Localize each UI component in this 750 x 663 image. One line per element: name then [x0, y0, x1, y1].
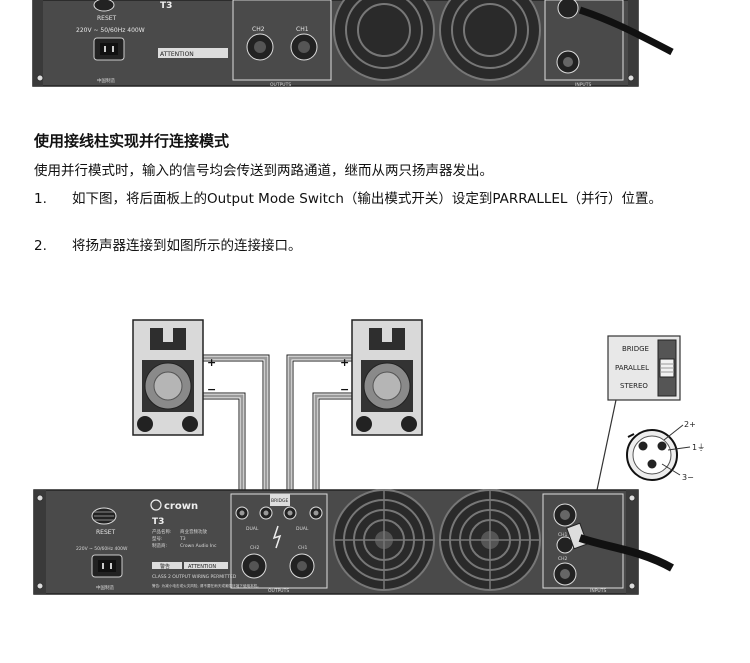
info-model-value: T3	[179, 536, 186, 542]
xlr-pin1-label: 1⏚	[692, 443, 705, 452]
outputs-label: OUTPUTS	[268, 588, 289, 594]
speaker-right-positive: +	[340, 356, 349, 369]
attention-label: ATTENTION	[188, 564, 216, 570]
list-item: 2. 将扬声器连接到如图所示的连接接口。	[0, 236, 750, 258]
info-name-label: 产品名称:	[152, 528, 172, 535]
warning-label: 警告	[160, 563, 170, 570]
made-in-label: 中国制造	[96, 584, 114, 591]
list-text: 如下图，将后面板上的Output Mode Switch（输出模式开关）设定到P…	[72, 191, 662, 207]
ch1-label: CH1	[298, 545, 308, 551]
reset-label: RESET	[96, 529, 116, 536]
list-number: 1.	[34, 191, 47, 207]
speaker-right	[351, 319, 423, 436]
reset-label: RESET	[97, 15, 117, 22]
speaker-left-positive: +	[207, 356, 216, 369]
wire-outlines	[203, 354, 352, 498]
parallel-wiring-diagram: + − + − BRIDGE PARALLEL STEREO 2+	[33, 319, 705, 595]
info-maker-label: 制造商:	[152, 542, 167, 549]
ch2-label: CH2	[250, 545, 260, 551]
intro-paragraph: 使用并行模式时，输入的信号均会传送到两路通道，继而从两只扬声器发出。	[34, 163, 493, 179]
footnote: 警告: 为减小电击或火灾风险, 请不要在雨天或潮湿环境下使用本机。	[152, 583, 261, 588]
made-in-label: 中国制造	[97, 77, 115, 84]
fan-left-top	[333, 0, 435, 81]
outputs-label-top: OUTPUTS	[270, 82, 291, 88]
amplifier-rear-panel-top: RESET 220V ~ 50/60Hz 400W 中国制造 T3 ATTENT…	[32, 0, 674, 88]
list-item: 1. 如下图，将后面板上的Output Mode Switch（输出模式开关）设…	[0, 189, 750, 233]
dual-label-right: DUAL	[296, 526, 309, 532]
speaker-left	[132, 319, 204, 436]
mode-option-parallel: PARALLEL	[615, 364, 649, 372]
xlr-pin2-label: 2+	[684, 420, 696, 429]
brand-logo: crown	[164, 501, 198, 512]
xlr-connector-diagram: 2+ 1⏚ 3−	[626, 420, 705, 482]
attention-label-top: ATTENTION	[160, 51, 194, 58]
fan-right	[439, 489, 541, 591]
model-label-top: T3	[160, 1, 172, 11]
speaker-right-negative: −	[340, 383, 349, 396]
inputs-label: INPUTS	[590, 588, 606, 594]
power-spec: 220V ~ 50/60Hz 400W	[76, 546, 128, 552]
list-number: 2.	[34, 238, 47, 254]
xlr-pin3-label: 3−	[682, 473, 694, 482]
output-mode-switch: BRIDGE PARALLEL STEREO	[607, 335, 681, 401]
mode-option-stereo: STEREO	[620, 382, 648, 390]
mode-option-bridge: BRIDGE	[622, 345, 649, 353]
bridge-label: BRIDGE	[271, 498, 288, 504]
info-maker-value: Crown Audio Inc	[180, 543, 217, 549]
info-name-value: 商业音频功放	[180, 528, 207, 535]
fan-left	[333, 489, 435, 591]
fan-right-top	[439, 0, 541, 81]
dual-label-left: DUAL	[246, 526, 259, 532]
section-heading: 使用接线柱实现并行连接模式	[34, 132, 230, 150]
input-ch1-label: CH1	[558, 532, 568, 538]
ch1-label-top: CH1	[296, 26, 309, 33]
ch2-label-top: CH2	[252, 26, 265, 33]
input-ch2-label: CH2	[558, 556, 568, 562]
inputs-label-top: INPUTS	[575, 82, 591, 88]
speaker-wires	[203, 356, 352, 498]
model-label: T3	[152, 517, 164, 527]
amplifier-rear-panel: RESET 220V ~ 50/60Hz 400W 中国制造 crown T3 …	[33, 489, 674, 595]
info-model-label: 型号:	[152, 535, 163, 542]
list-text: 将扬声器连接到如图所示的连接接口。	[72, 238, 302, 254]
class-label: CLASS 2 OUTPUT WIRING PERMITTED	[152, 574, 237, 580]
power-spec: 220V ~ 50/60Hz 400W	[76, 27, 145, 34]
speaker-left-negative: −	[207, 383, 216, 396]
